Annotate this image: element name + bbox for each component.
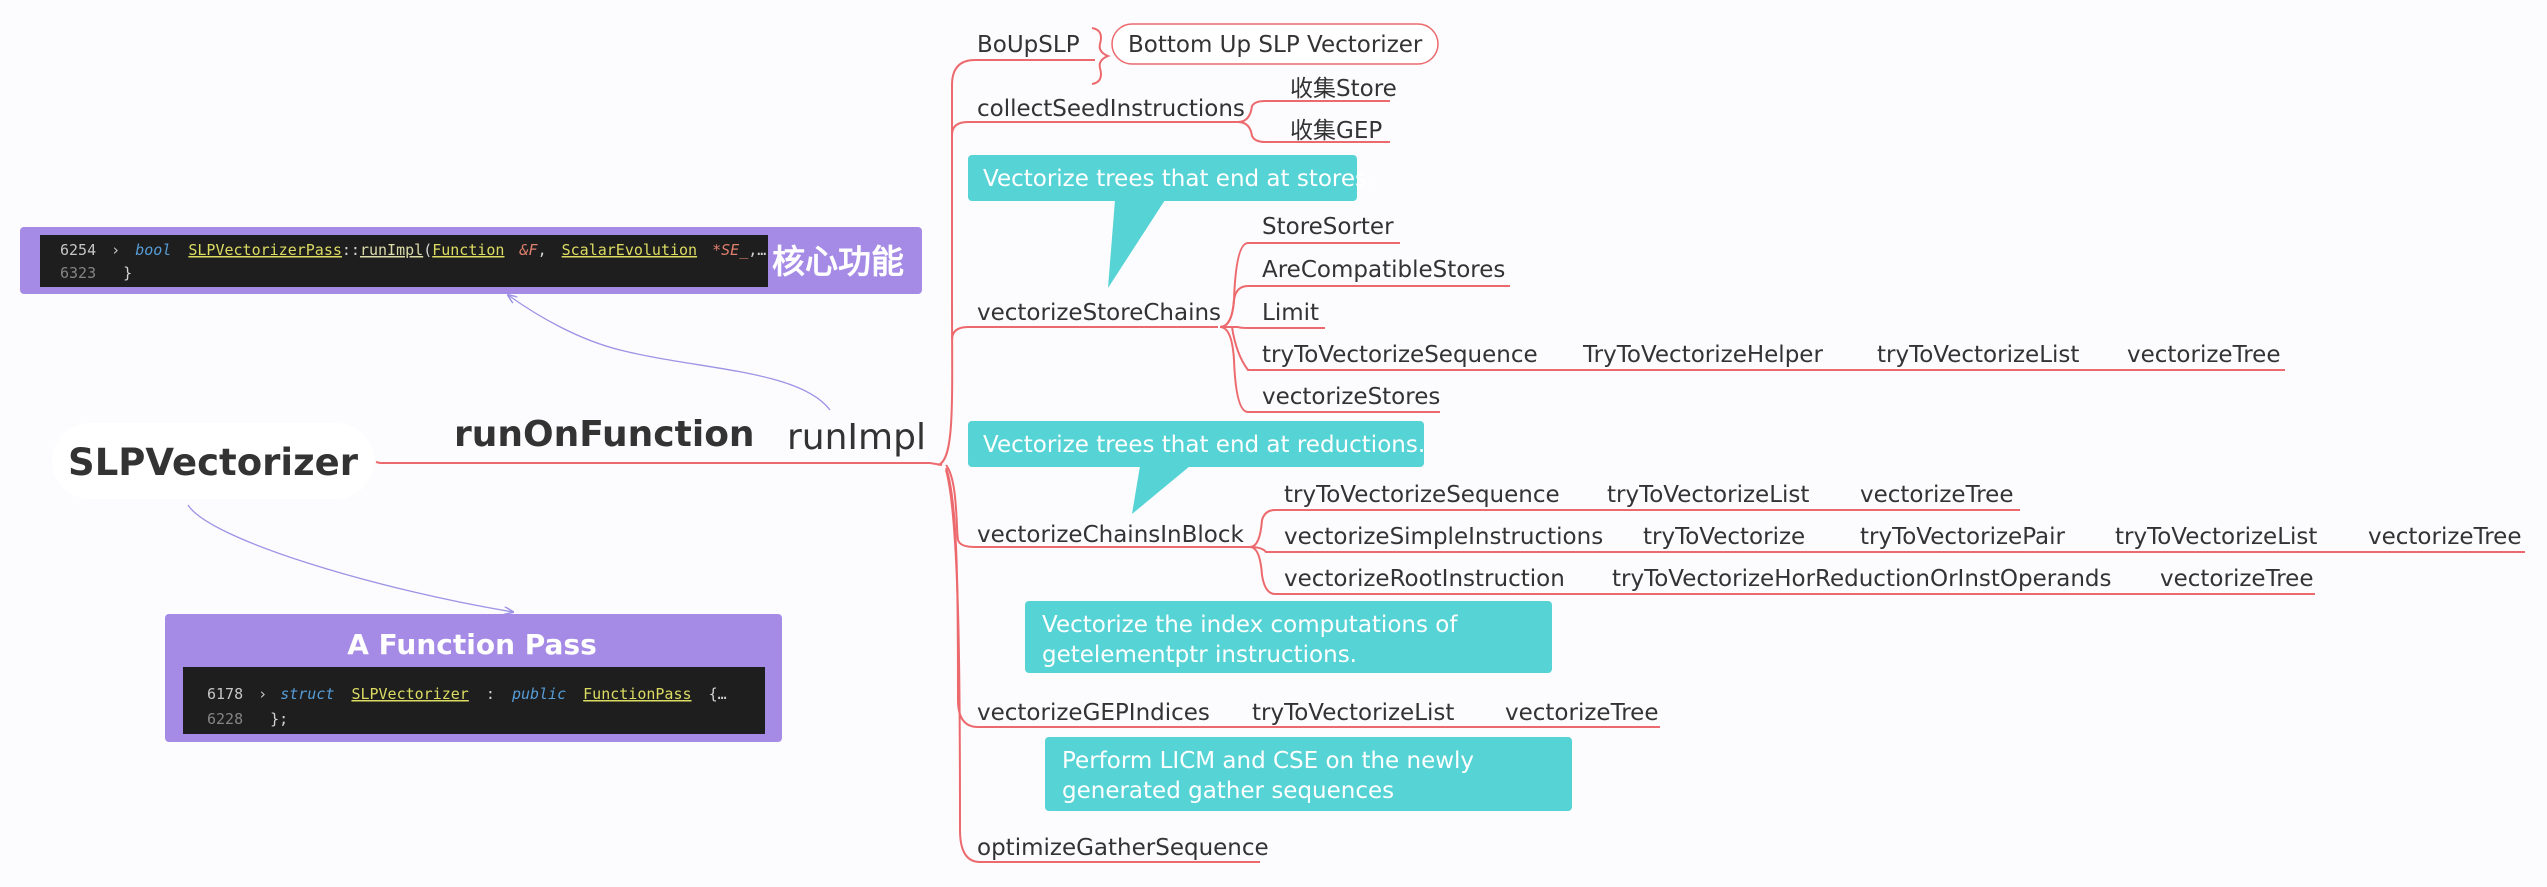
core-box-caption: 核心功能 xyxy=(772,242,904,281)
callout-reductions: Vectorize trees that end at reductions. xyxy=(968,421,1425,514)
collect-child-gep[interactable]: 收集GEP xyxy=(1290,118,1382,144)
boupslp-note: Bottom Up SLP Vectorizer xyxy=(1128,32,1423,58)
keyword-token: bool xyxy=(135,241,171,259)
callout-stores: Vectorize trees that end at stores. xyxy=(968,155,1374,288)
colon-token: : xyxy=(486,685,495,703)
branch-gep-indices[interactable]: vectorizeGEPIndices xyxy=(977,700,1210,726)
paren-token: ( xyxy=(423,241,432,259)
branch-collect-seed[interactable]: collectSeedInstructions xyxy=(977,96,1245,122)
block-row3-item1[interactable]: vectorizeRootInstruction xyxy=(1284,566,1565,592)
base-class-token: FunctionPass xyxy=(583,685,691,703)
param-token: *SE_ xyxy=(712,241,749,259)
callout-reductions-text: Vectorize trees that end at reductions. xyxy=(983,432,1425,458)
branch-optimize-gather[interactable]: optimizeGatherSequence xyxy=(977,835,1269,861)
trunk-storechains xyxy=(951,326,1218,341)
boupslp-bracket xyxy=(1091,27,1111,85)
type-token: Function xyxy=(432,241,504,259)
store-seq-tree[interactable]: vectorizeTree xyxy=(2127,342,2281,368)
collect-child-store[interactable]: 收集Store xyxy=(1290,76,1397,102)
callout-gep-line1: Vectorize the index computations of xyxy=(1042,612,1458,638)
keyword-token: struct xyxy=(280,685,334,703)
gep-chain-tree[interactable]: vectorizeTree xyxy=(1505,700,1659,726)
connector-lines xyxy=(375,27,2525,863)
store-child-limit[interactable]: Limit xyxy=(1262,300,1319,326)
callout-gather-line1: Perform LICM and CSE on the newly xyxy=(1062,748,1474,774)
store-child-vectorizestores[interactable]: vectorizeStores xyxy=(1262,384,1440,410)
block-row1-item3[interactable]: vectorizeTree xyxy=(1860,482,2014,508)
trunk-gep xyxy=(945,467,1235,728)
fold-chevron-icon: › xyxy=(258,685,267,703)
block-row3-item2[interactable]: tryToVectorizeHorReductionOrInstOperands xyxy=(1612,566,2112,592)
gep-chain-list[interactable]: tryToVectorizeList xyxy=(1252,700,1454,726)
closing-brace: } xyxy=(123,264,132,282)
ellipsis-token: ,… xyxy=(748,241,766,259)
function-token: runImpl xyxy=(360,241,423,259)
branch-boupslp[interactable]: BoUpSLP xyxy=(977,32,1080,58)
fold-chevron-icon: › xyxy=(111,241,120,259)
block-row2-item1[interactable]: vectorizeSimpleInstructions xyxy=(1284,524,1603,550)
root-to-hub-line xyxy=(375,461,943,466)
svg-text:6254 › bool: 6254 › bool SLPVectorizerPass::runImpl(F… xyxy=(60,241,766,259)
class-token: SLPVectorizerPass xyxy=(188,241,342,259)
param-token: &F xyxy=(519,241,539,259)
block-row2-item3[interactable]: tryToVectorizePair xyxy=(1860,524,2066,550)
svg-text:6228 };: 6228 }; xyxy=(207,710,288,728)
branch-store-chains[interactable]: vectorizeStoreChains xyxy=(977,300,1221,326)
trunk-boupslp xyxy=(937,59,1095,466)
store-seq-helper[interactable]: TryToVectorizeHelper xyxy=(1582,342,1823,368)
type-token: ScalarEvolution xyxy=(562,241,697,259)
hub-to-core-arrow xyxy=(508,295,831,411)
callout-stores-text: Vectorize trees that end at stores. xyxy=(983,166,1374,192)
callout-gather-line2: generated gather sequences xyxy=(1062,778,1394,804)
store-child-arecompatible[interactable]: AreCompatibleStores xyxy=(1262,257,1505,283)
line-number: 6254 xyxy=(60,241,96,259)
block-row2-item5[interactable]: vectorizeTree xyxy=(2368,524,2522,550)
comma-token: , xyxy=(538,241,547,259)
store-seq-list[interactable]: tryToVectorizeList xyxy=(1877,342,2079,368)
ellipsis-token: {… xyxy=(709,685,727,703)
pass-box[interactable]: A Function Pass 6178 › struct SLPVectori… xyxy=(165,614,782,742)
callout-gep-line2: getelementptr instructions. xyxy=(1042,642,1357,668)
trunk-gather xyxy=(945,469,1260,863)
closing-brace: }; xyxy=(270,710,288,728)
separator-token: :: xyxy=(342,241,360,259)
branch-chains-in-block[interactable]: vectorizeChainsInBlock xyxy=(977,522,1244,548)
callout-gep: Vectorize the index computations of gete… xyxy=(1025,601,1552,673)
store-child-storesorter[interactable]: StoreSorter xyxy=(1262,214,1394,240)
class-token: SLPVectorizer xyxy=(351,685,468,703)
block-row2-item4[interactable]: tryToVectorizeList xyxy=(2115,524,2317,550)
root-to-pass-arrow xyxy=(187,504,513,612)
line-number: 6323 xyxy=(60,264,96,282)
callout-gather: Perform LICM and CSE on the newly genera… xyxy=(1045,737,1572,811)
block-row2-item2[interactable]: tryToVectorize xyxy=(1643,524,1805,550)
core-code-block xyxy=(40,235,768,287)
line-number: 6228 xyxy=(207,710,243,728)
root-node[interactable] xyxy=(52,423,374,499)
pass-code-block xyxy=(183,667,765,734)
line-number: 6178 xyxy=(207,685,243,703)
block-row1-item1[interactable]: tryToVectorizeSequence xyxy=(1284,482,1560,508)
trunk-collect xyxy=(951,121,1240,136)
boupslp-note-box xyxy=(1111,23,1439,65)
svg-text:6323 }: 6323 } xyxy=(60,264,132,282)
root-label: SLPVectorizer xyxy=(68,441,359,484)
svg-text:6178 › struct: 6178 › struct SLPVectorizer : public Fun… xyxy=(207,685,727,703)
store-child-trytovectorizesequence[interactable]: tryToVectorizeSequence xyxy=(1262,342,1538,368)
block-row1-item2[interactable]: tryToVectorizeList xyxy=(1607,482,1809,508)
keyword-token: public xyxy=(511,685,566,703)
pass-box-title: A Function Pass xyxy=(347,628,597,661)
hub-label[interactable]: runImpl xyxy=(787,417,926,458)
block-row3-item3[interactable]: vectorizeTree xyxy=(2160,566,2314,592)
core-box[interactable]: 6254 › bool SLPVectorizerPass::runImpl(F… xyxy=(20,227,922,294)
main-branch-label[interactable]: runOnFunction xyxy=(454,414,755,455)
trunk-chainsinblock xyxy=(945,464,1250,548)
